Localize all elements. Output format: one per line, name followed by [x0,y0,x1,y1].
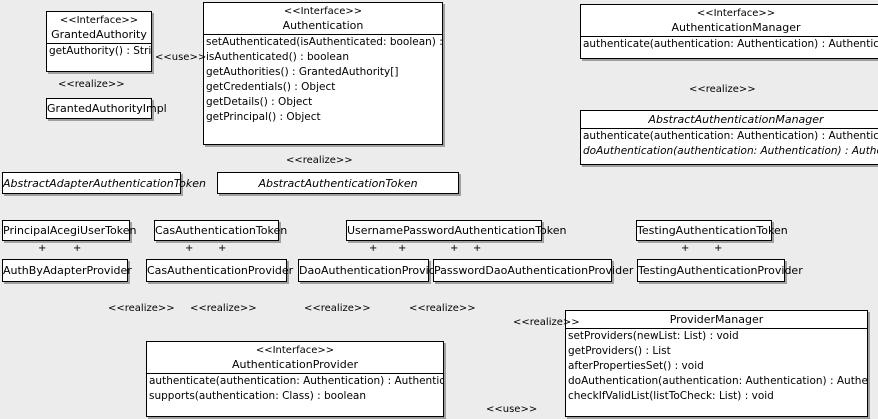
separator [581,128,878,129]
class-header-authentication: <<Interface>> Authentication [204,3,442,34]
class-principal-acegi-user-token[interactable]: PrincipalAcegiUserToken [2,220,136,241]
member-do-authentication: doAuthentication(authentication: Authent… [583,145,878,157]
assoc-plus-testing-right: + [714,243,723,254]
member-is-authenticated: isAuthenticated() : boolean [206,51,349,63]
members-abstract-authentication-manager: authenticate(authentication: Authenticat… [581,129,878,159]
member-get-providers: getProviders() : List [568,345,671,357]
class-authentication-manager[interactable]: <<Interface>> AuthenticationManager auth… [580,4,878,59]
class-header-granted-authority: <<Interface>> GrantedAuthority [47,12,151,43]
class-abstract-authentication-token[interactable]: AbstractAuthenticationToken [217,172,459,194]
assoc-plus-upat-2: + [398,243,407,254]
assoc-plus-principalacegi-right: + [73,243,82,254]
edge-label-realize-abstract-token: <<realize>> [286,155,353,166]
member-get-authority: getAuthority() : String [49,45,151,57]
member-get-authorities: getAuthorities() : GrantedAuthority[] [206,66,399,78]
class-name-testing-authentication-token: TestingAuthenticationToken [637,224,788,237]
class-name-testing-authentication-provider: TestingAuthenticationProvider [638,264,803,277]
assoc-plus-testing-left: + [681,243,690,254]
class-name-password-dao-authentication-provider: PasswordDaoAuthenticationProvider [434,264,634,277]
class-name-abstract-authentication-token: AbstractAuthenticationToken [258,177,418,190]
edge-label-realize-auth-by-adapter: <<realize>> [108,303,175,314]
member-get-principal: getPrincipal() : Object [206,111,321,123]
edge-label-realize-provider-manager: <<realize>> [513,317,580,328]
class-name-auth-by-adapter-provider: AuthByAdapterProvider [3,264,132,277]
members-authentication-manager: authenticate(authentication: Authenticat… [581,37,878,52]
class-header-authentication-provider: <<Interface>> AuthenticationProvider [147,342,443,373]
class-provider-manager[interactable]: ProviderManager setProviders(newList: Li… [565,310,868,417]
class-name-provider-manager: ProviderManager [669,313,764,326]
member-authenticate: authenticate(authentication: Authenticat… [583,38,878,50]
member-after-properties-set: afterPropertiesSet() : void [568,360,704,372]
members-authentication-provider: authenticate(authentication: Authenticat… [147,374,443,404]
members-provider-manager: setProviders(newList: List) : void getPr… [566,329,867,404]
class-name-username-password-authentication-token: UsernamePasswordAuthenticationToken [347,224,567,237]
assoc-plus-cas-left: + [185,243,194,254]
class-abstract-adapter-authentication-token[interactable]: AbstractAdapterAuthenticationToken [2,172,206,194]
member-get-details: getDetails() : Object [206,96,313,108]
class-dao-authentication-provider[interactable]: DaoAuthenticationProvider [298,259,447,282]
edge-label-use-granted-authority: <<use>> [155,52,207,63]
class-name-authentication-provider: AuthenticationProvider [231,358,359,371]
class-granted-authority[interactable]: <<Interface>> GrantedAuthority getAuthor… [46,11,152,72]
class-name-authentication-manager: AuthenticationManager [671,21,801,34]
class-name-granted-authority: GrantedAuthority [51,28,147,41]
member-authenticate: authenticate(authentication: Authenticat… [583,130,878,142]
separator [581,36,878,37]
class-authentication-provider[interactable]: <<Interface>> AuthenticationProvider aut… [146,341,444,417]
member-check-if-valid-list: checkIfValidList(listToCheck: List) : vo… [568,390,774,402]
class-name-principal-acegi-user-token: PrincipalAcegiUserToken [3,224,137,237]
member-get-credentials: getCredentials() : Object [206,81,336,93]
class-testing-authentication-provider[interactable]: TestingAuthenticationProvider [637,259,803,282]
stereotype-interface: <<Interface>> [255,345,335,356]
class-testing-authentication-token[interactable]: TestingAuthenticationToken [636,220,788,241]
class-password-dao-authentication-provider[interactable]: PasswordDaoAuthenticationProvider [433,259,633,282]
edge-label-realize-granted-authority-impl: <<realize>> [58,79,125,90]
member-set-providers: setProviders(newList: List) : void [568,330,739,342]
class-name-cas-authentication-token: CasAuthenticationToken [155,224,288,237]
assoc-plus-cas-right: + [218,243,227,254]
class-name-abstract-adapter-authentication-token: AbstractAdapterAuthenticationToken [3,177,206,190]
assoc-plus-upat-4: + [473,243,482,254]
separator [204,34,442,35]
stereotype-interface: <<Interface>> [59,15,139,26]
class-name-granted-authority-impl: GrantedAuthorityImpl [47,102,167,115]
class-auth-by-adapter-provider[interactable]: AuthByAdapterProvider [2,259,132,282]
stereotype-interface: <<Interface>> [283,6,363,17]
assoc-plus-upat-3: + [450,243,459,254]
class-cas-authentication-token[interactable]: CasAuthenticationToken [154,220,287,241]
assoc-plus-principalacegi-left: + [38,243,47,254]
edge-label-realize-password-dao-provider: <<realize>> [409,303,476,314]
class-name-authentication: Authentication [282,19,364,32]
separator [47,43,151,44]
stereotype-interface: <<Interface>> [696,8,776,19]
separator [566,328,867,329]
separator [147,373,443,374]
member-do-authentication: doAuthentication(authentication: Authent… [568,375,867,387]
class-abstract-authentication-manager[interactable]: AbstractAuthenticationManager authentica… [580,110,878,165]
assoc-plus-upat-1: + [369,243,378,254]
class-name-abstract-authentication-manager: AbstractAuthenticationManager [648,113,824,126]
class-header-abstract-authentication-manager: AbstractAuthenticationManager [581,111,878,128]
class-authentication[interactable]: <<Interface>> Authentication setAuthenti… [203,2,443,145]
member-supports: supports(authentication: Class) : boolea… [149,390,366,402]
edge-label-realize-cas-provider: <<realize>> [190,303,257,314]
edge-label-use-provider-manager: <<use>> [486,404,538,415]
class-header-provider-manager: ProviderManager [566,311,867,328]
class-granted-authority-impl[interactable]: GrantedAuthorityImpl [46,98,167,119]
edge-label-realize-dao-provider: <<realize>> [304,303,371,314]
class-name-dao-authentication-provider: DaoAuthenticationProvider [299,264,447,277]
member-authenticate: authenticate(authentication: Authenticat… [149,375,443,387]
class-name-cas-authentication-provider: CasAuthenticationProvider [147,264,294,277]
class-username-password-authentication-token[interactable]: UsernamePasswordAuthenticationToken [346,220,567,241]
members-authentication: setAuthenticated(isAuthenticated: boolea… [204,35,442,125]
class-header-authentication-manager: <<Interface>> AuthenticationManager [581,5,878,36]
class-cas-authentication-provider[interactable]: CasAuthenticationProvider [146,259,293,282]
member-set-authenticated: setAuthenticated(isAuthenticated: boolea… [206,36,442,48]
members-granted-authority: getAuthority() : String [47,44,151,59]
edge-label-realize-authentication-manager: <<realize>> [689,84,756,95]
